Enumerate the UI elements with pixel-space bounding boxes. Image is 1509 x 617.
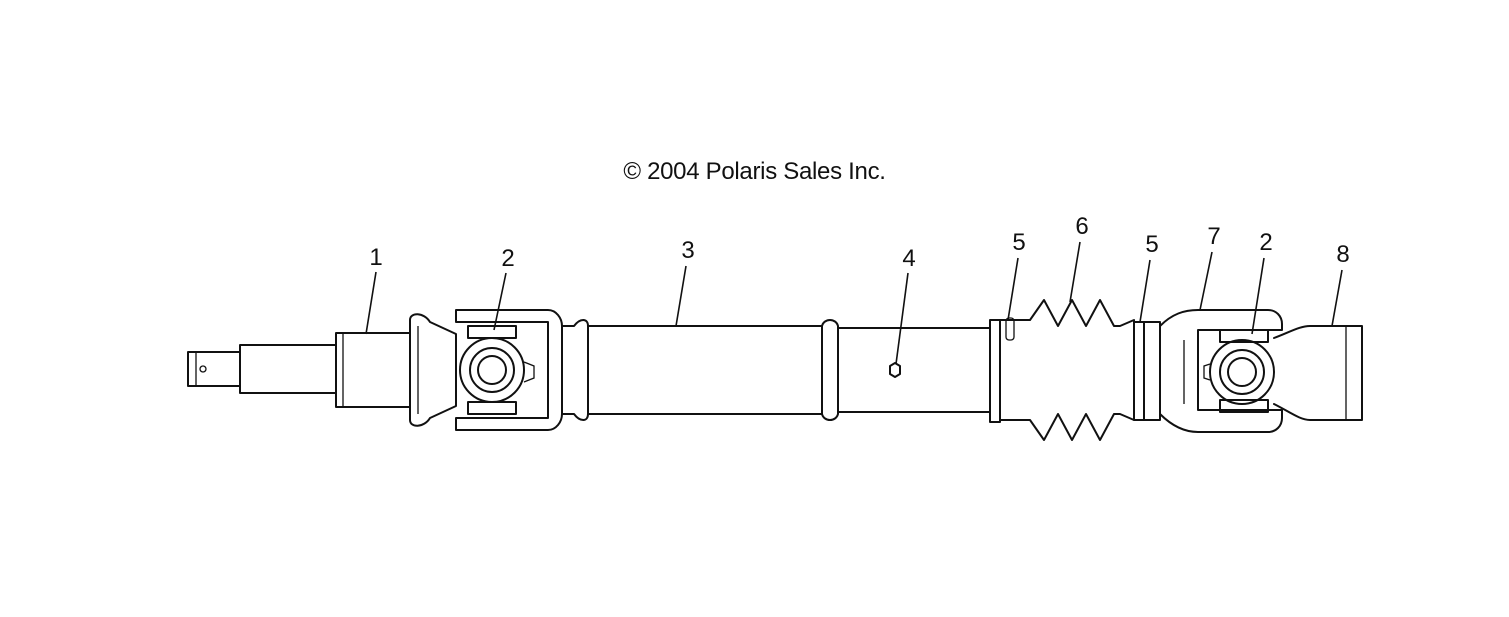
callout-1: 1 (369, 244, 382, 271)
copyright-notice: © 2004 Polaris Sales Inc. (623, 158, 886, 185)
right-u-joint (1203, 329, 1275, 413)
callout-2-left: 2 (501, 245, 514, 272)
callout-5-right: 5 (1145, 231, 1158, 258)
left-yoke (409, 309, 563, 431)
end-coupler (1273, 325, 1363, 421)
stub-shaft (187, 332, 411, 408)
callout-4: 4 (902, 245, 915, 272)
right-yoke (1159, 309, 1283, 433)
bellows-boot (999, 299, 1135, 441)
inner-shaft (837, 327, 991, 413)
callout-7: 7 (1207, 223, 1220, 250)
callouts: 1 2 3 4 5 6 5 7 2 8 (365, 213, 1350, 365)
outer-tube (561, 319, 839, 421)
boot-clamp-right (1133, 321, 1161, 421)
callout-6: 6 (1075, 213, 1088, 240)
callout-3: 3 (681, 237, 694, 264)
callout-5-left: 5 (1012, 229, 1025, 256)
callout-8: 8 (1336, 241, 1349, 268)
left-u-joint (459, 325, 535, 415)
grease-fitting (889, 362, 901, 378)
callout-2-right: 2 (1259, 229, 1272, 256)
boot-clamp-left (989, 317, 1015, 423)
